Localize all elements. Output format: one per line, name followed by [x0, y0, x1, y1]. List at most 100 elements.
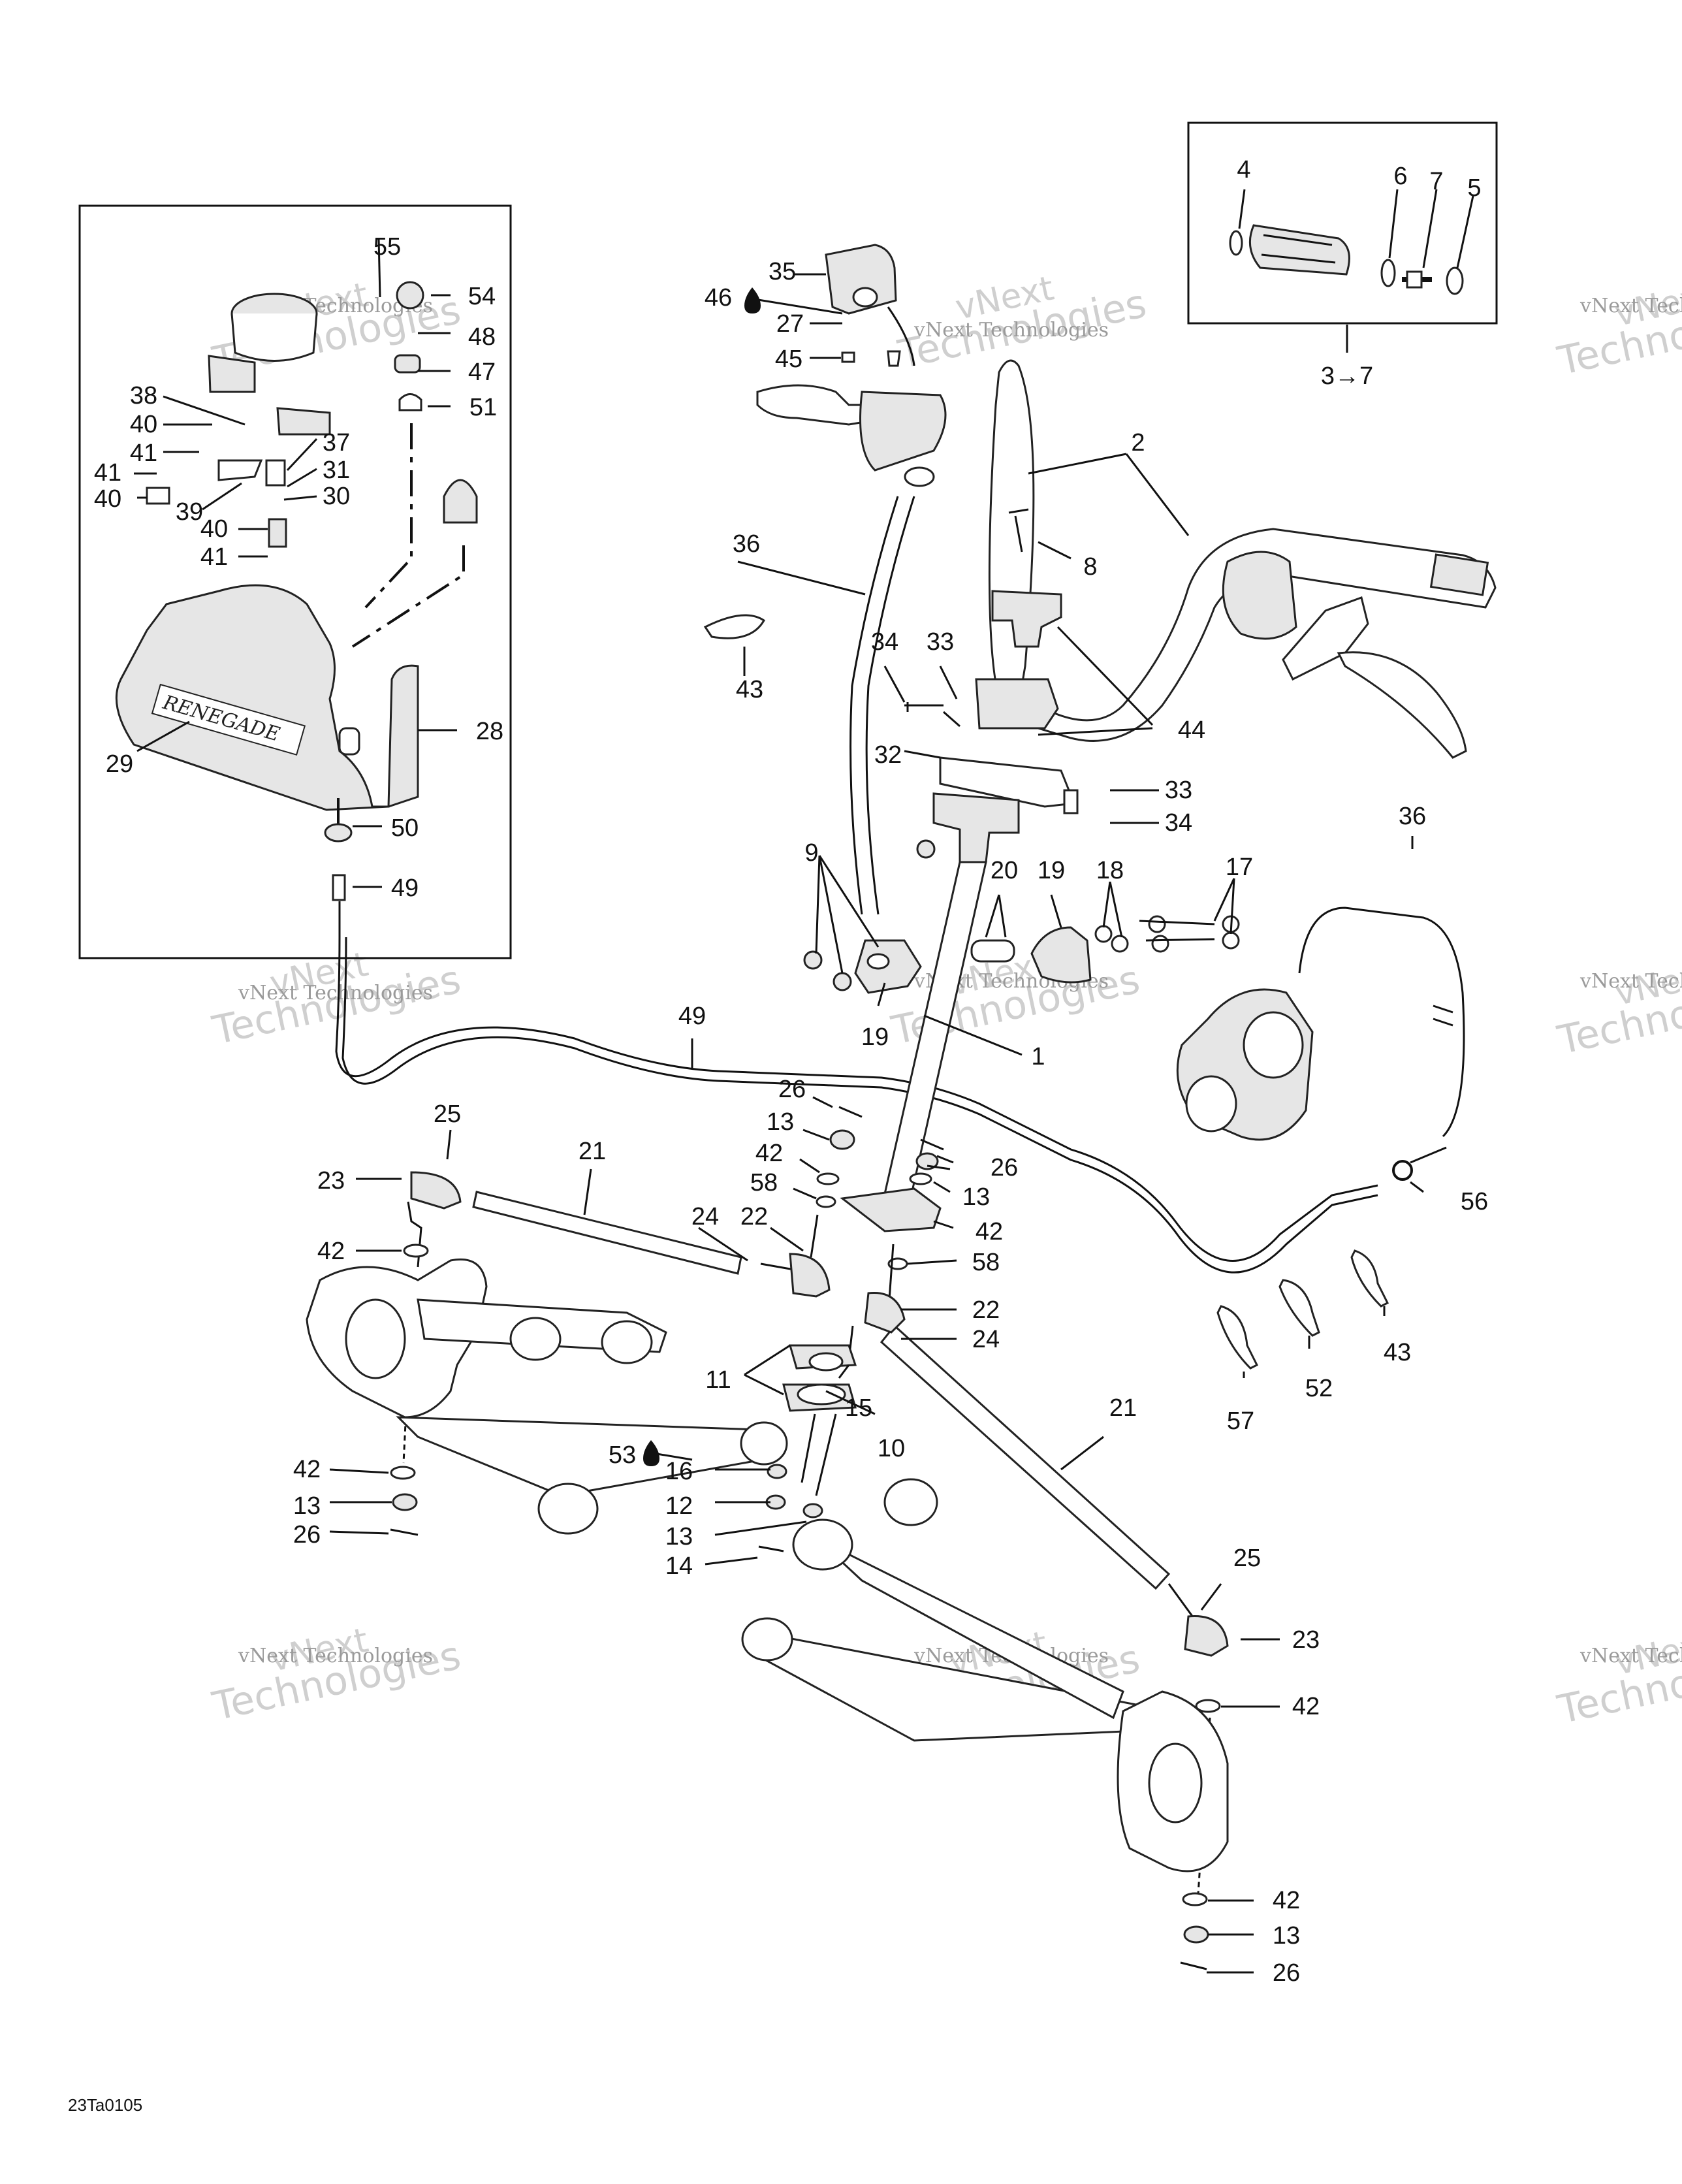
callout-6: 6	[1393, 163, 1407, 190]
callout-52: 52	[1305, 1375, 1333, 1402]
callout-35: 35	[769, 258, 796, 285]
callout-22: 22	[972, 1296, 1000, 1324]
callout-26: 26	[1273, 1959, 1300, 1987]
bearing-nut	[803, 950, 823, 970]
carburetor	[1176, 988, 1314, 1141]
gauge-sensor	[443, 479, 478, 524]
callout-7: 7	[1429, 168, 1443, 195]
cotter-pin	[758, 1545, 784, 1552]
callout-21: 21	[1109, 1394, 1137, 1422]
callout-32: 32	[874, 741, 902, 769]
callout-43: 43	[736, 676, 763, 703]
callout-33: 33	[927, 628, 954, 656]
callout-51: 51	[469, 394, 497, 421]
switch-housing	[825, 244, 897, 315]
bearing-block	[1030, 926, 1092, 984]
callout-5: 5	[1467, 174, 1481, 202]
callout-45: 45	[775, 345, 802, 373]
handlebar-assembly	[703, 244, 1497, 759]
tie-rods	[390, 1171, 1229, 1970]
callout-34: 34	[871, 628, 898, 656]
grip-washer	[1380, 259, 1396, 287]
callout-41: 41	[94, 459, 121, 487]
callout-13: 13	[1273, 1922, 1300, 1950]
callout-31: 31	[323, 457, 350, 484]
master-cylinder	[859, 391, 947, 472]
gauge-inset-frame	[78, 204, 512, 959]
callout-55: 55	[373, 233, 401, 261]
tie-rod-end-outer-left	[410, 1171, 462, 1210]
callout-8: 8	[1083, 553, 1097, 581]
callout-34: 34	[1165, 809, 1192, 837]
callout-43: 43	[1384, 1339, 1411, 1366]
hose-clip	[703, 614, 765, 639]
steering-column	[758, 756, 1240, 1552]
callout-37: 37	[323, 429, 350, 457]
watermark: vNext Technologies	[238, 1645, 433, 1667]
callout-12: 12	[665, 1492, 693, 1520]
fuel-hose	[1298, 907, 1465, 1138]
callout-42: 42	[755, 1140, 783, 1167]
switch-screw	[841, 351, 855, 363]
callout-38: 38	[130, 382, 157, 410]
gauge-clip	[146, 487, 170, 505]
callout-26: 26	[778, 1076, 806, 1103]
handlebar	[988, 359, 1497, 742]
callout-56: 56	[1461, 1188, 1488, 1215]
kit-label: 3→7	[1321, 362, 1373, 390]
callout-42: 42	[317, 1238, 345, 1265]
tie-rod-right	[880, 1324, 1171, 1590]
clamp-bolt	[904, 702, 944, 712]
callout-25: 25	[434, 1100, 461, 1128]
callout-21: 21	[579, 1138, 606, 1165]
handlebar-clamp-lower	[975, 678, 1059, 730]
callout-13: 13	[962, 1183, 990, 1211]
figure-code: 23Ta0105	[68, 2095, 142, 2115]
callout-26: 26	[293, 1521, 321, 1549]
callout-18: 18	[1096, 857, 1124, 884]
castle-nut	[915, 1152, 939, 1170]
callout-33: 33	[1165, 777, 1192, 804]
handlebar-bolt	[1008, 508, 1029, 553]
handlebar-clamp-upper	[991, 590, 1062, 648]
grip-end-ring	[1229, 230, 1243, 256]
gauge-pad-right	[276, 407, 331, 436]
callout-46: 46	[705, 284, 732, 312]
cable-tie	[1350, 1249, 1389, 1308]
watermark: vNext Technologies	[1579, 1645, 1682, 1667]
gauge-plate	[217, 459, 263, 481]
callout-39: 39	[176, 498, 203, 526]
callout-11: 11	[705, 1366, 731, 1394]
callout-20: 20	[991, 857, 1018, 884]
callout-19: 19	[861, 1023, 889, 1051]
gauge-nut	[396, 281, 424, 310]
callout-41: 41	[200, 543, 228, 571]
callout-54: 54	[468, 283, 496, 310]
callout-28: 28	[476, 718, 503, 745]
column-bracket	[932, 792, 1020, 863]
callout-36: 36	[1399, 803, 1426, 830]
handlebar-grip	[1248, 224, 1350, 276]
callout-57: 57	[1227, 1407, 1254, 1435]
gauge-cap	[398, 393, 422, 411]
watermark: vNext Technologies	[1579, 970, 1682, 993]
column-bearing-support	[854, 939, 922, 994]
gauge-pad-left	[208, 355, 256, 393]
cable-boot	[324, 823, 353, 843]
callout-58: 58	[750, 1169, 778, 1196]
cotter-pin	[920, 1138, 944, 1151]
castle-nut	[392, 1493, 418, 1511]
callout-13: 13	[767, 1108, 794, 1136]
callout-40: 40	[130, 411, 157, 438]
lower-a-arm-right	[815, 1537, 1124, 1720]
callout-48: 48	[468, 323, 496, 351]
callout-53: 53	[609, 1441, 636, 1469]
cotter-pin	[390, 1528, 419, 1536]
watermark: vNext Technologies	[913, 319, 1109, 342]
gauge-inset-parts: RENEGADE	[115, 281, 478, 937]
callout-23: 23	[1292, 1626, 1320, 1654]
callout-58: 58	[972, 1249, 1000, 1276]
callout-19: 19	[1038, 857, 1065, 884]
